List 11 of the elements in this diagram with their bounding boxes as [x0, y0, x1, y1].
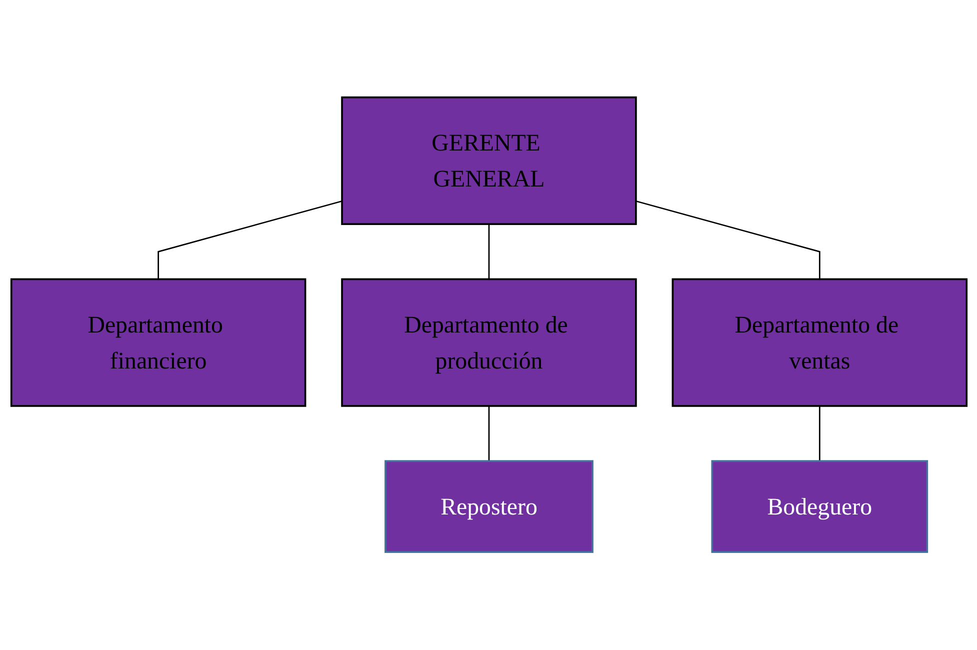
node-box: GERENTE GENERAL	[340, 96, 636, 226]
node-box: Repostero	[384, 460, 593, 554]
node-box: Departamento financiero	[10, 278, 306, 408]
connector	[488, 406, 490, 462]
connector	[635, 200, 820, 280]
node-box: Departamento de producción	[340, 278, 636, 408]
connector	[818, 406, 820, 462]
node-box: Departamento de ventas	[671, 278, 968, 408]
connector	[488, 224, 490, 280]
connector	[157, 200, 342, 280]
node-box: Bodeguero	[710, 460, 928, 554]
